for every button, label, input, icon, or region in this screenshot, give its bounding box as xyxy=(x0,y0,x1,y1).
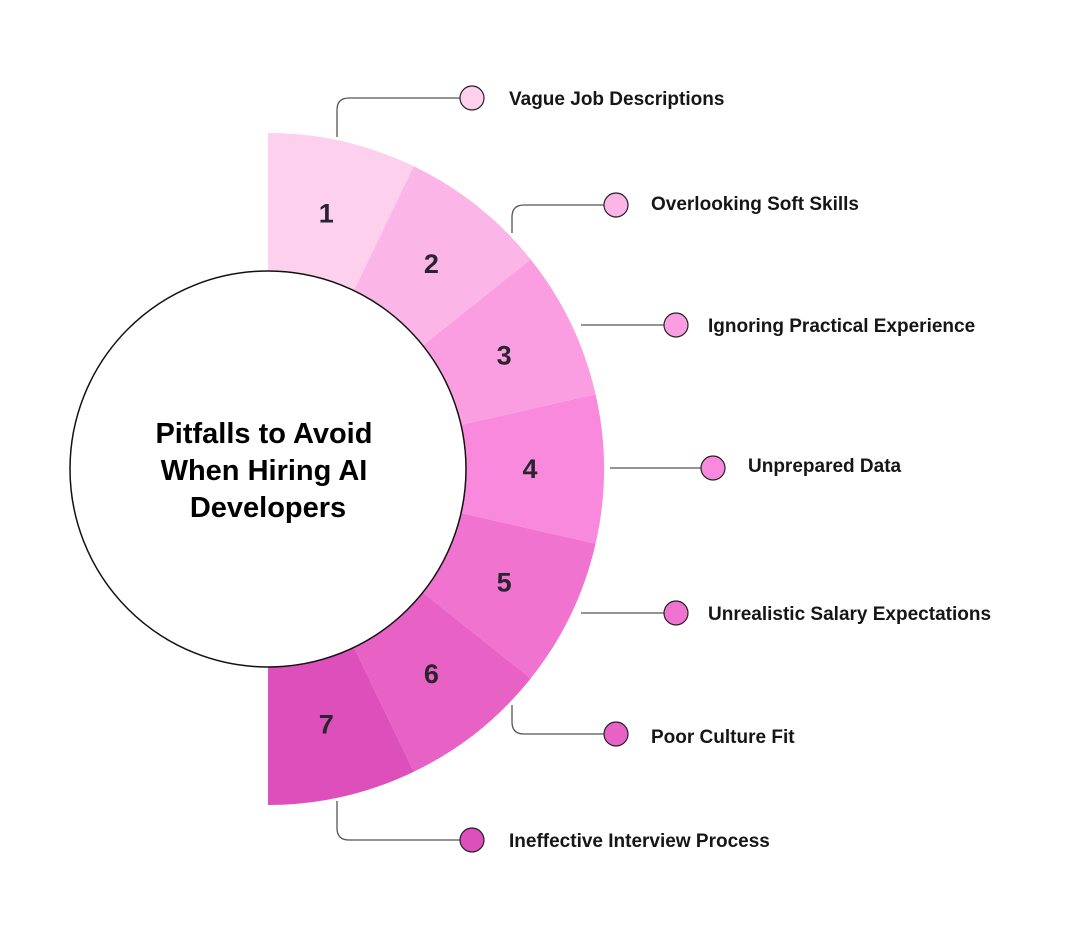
ring-segment-4 xyxy=(443,394,604,544)
segment-number-6: 6 xyxy=(424,659,439,689)
ring-segment-7 xyxy=(268,631,414,805)
center-title-line-3: Developers xyxy=(190,492,346,524)
item-label-4: Unprepared Data xyxy=(748,456,902,477)
center-title: Pitfalls to Avoid When Hiring AI Develop… xyxy=(155,418,380,524)
segment-number-3: 3 xyxy=(497,340,512,370)
segment-number-4: 4 xyxy=(522,454,537,484)
center-title-line-1: Pitfalls to Avoid xyxy=(155,418,372,450)
connectors xyxy=(336,97,701,841)
connector-line-2 xyxy=(511,204,604,233)
marker-dot-1 xyxy=(459,85,485,111)
connector-line-6 xyxy=(511,705,604,735)
ring-segment-5 xyxy=(408,509,596,679)
ring-segments xyxy=(268,133,604,805)
segment-numbers: 1 2 3 4 5 6 7 xyxy=(319,199,538,740)
item-label-3: Ignoring Practical Experience xyxy=(708,316,975,337)
ring-segment-3 xyxy=(408,259,596,429)
marker-dot-2 xyxy=(603,192,629,218)
center-title-line-2: When Hiring AI xyxy=(161,455,368,487)
ring-segment-2 xyxy=(346,166,531,357)
item-label-6: Poor Culture Fit xyxy=(651,727,795,748)
segment-number-2: 2 xyxy=(424,249,439,279)
item-label-1: Vague Job Descriptions xyxy=(509,89,724,110)
marker-dot-4 xyxy=(700,455,726,481)
item-label-7: Ineffective Interview Process xyxy=(509,831,770,852)
marker-dot-7 xyxy=(459,827,485,853)
marker-dot-5 xyxy=(663,600,689,626)
connector-line-1 xyxy=(336,97,460,137)
connector-line-7 xyxy=(336,801,460,841)
center-circle xyxy=(69,270,467,668)
segment-number-1: 1 xyxy=(319,199,334,229)
ring-segment-6 xyxy=(346,581,531,772)
item-label-5: Unrealistic Salary Expectations xyxy=(708,604,991,625)
segment-number-7: 7 xyxy=(319,709,334,739)
ring-segment-1 xyxy=(268,133,414,307)
segment-number-5: 5 xyxy=(497,568,512,598)
marker-dot-6 xyxy=(603,721,629,747)
item-label-2: Overlooking Soft Skills xyxy=(651,194,859,215)
marker-dot-3 xyxy=(663,312,689,338)
